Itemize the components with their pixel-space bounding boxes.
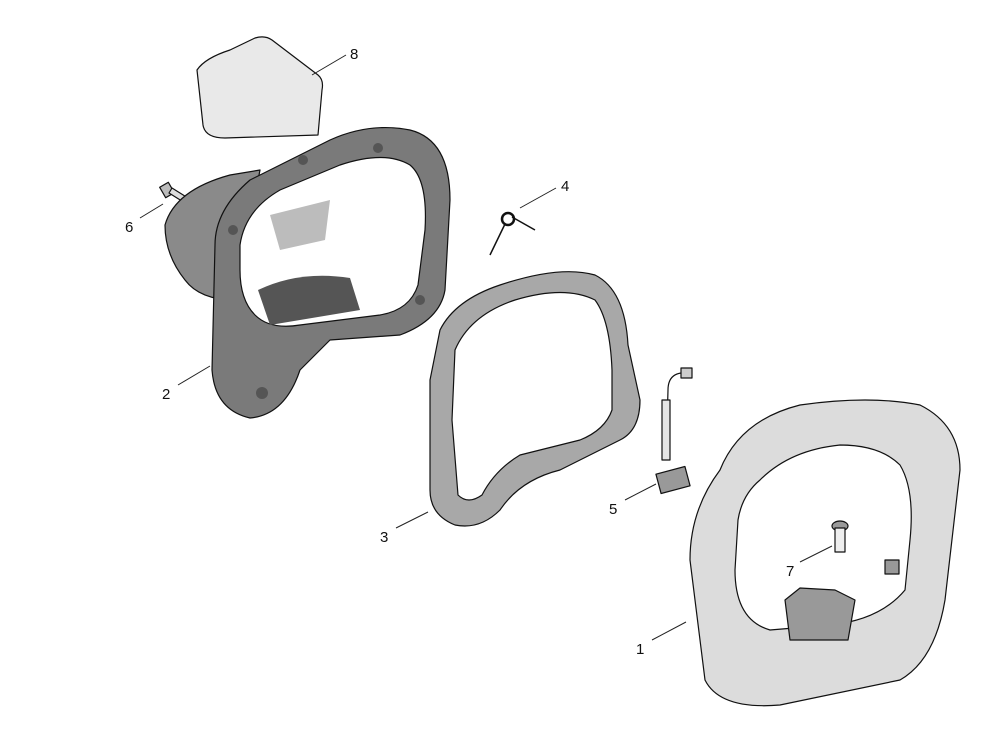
part-2-housing — [164, 126, 451, 419]
part-8-plate — [196, 36, 324, 139]
svg-text:7: 7 — [786, 563, 794, 580]
callout-5: 5 — [609, 483, 657, 518]
part-4-spring — [489, 211, 536, 256]
svg-text:5: 5 — [609, 501, 617, 518]
svg-text:3: 3 — [380, 529, 388, 546]
callout-1: 1 — [636, 621, 687, 658]
callout-4: 4 — [519, 178, 569, 209]
svg-text:4: 4 — [561, 178, 569, 195]
svg-text:2: 2 — [162, 386, 170, 403]
callout-3: 3 — [380, 511, 429, 546]
part-3-frame — [429, 271, 641, 527]
callout-7: 7 — [786, 545, 833, 580]
callout-6: 6 — [125, 203, 164, 236]
part-1-grip — [689, 399, 961, 707]
callout-8: 8 — [311, 46, 358, 76]
callout-2: 2 — [162, 365, 211, 403]
part-7-bolt — [831, 520, 849, 553]
svg-text:8: 8 — [350, 46, 358, 63]
part-5-switch — [655, 367, 693, 495]
svg-text:6: 6 — [125, 219, 133, 236]
svg-text:1: 1 — [636, 641, 644, 658]
